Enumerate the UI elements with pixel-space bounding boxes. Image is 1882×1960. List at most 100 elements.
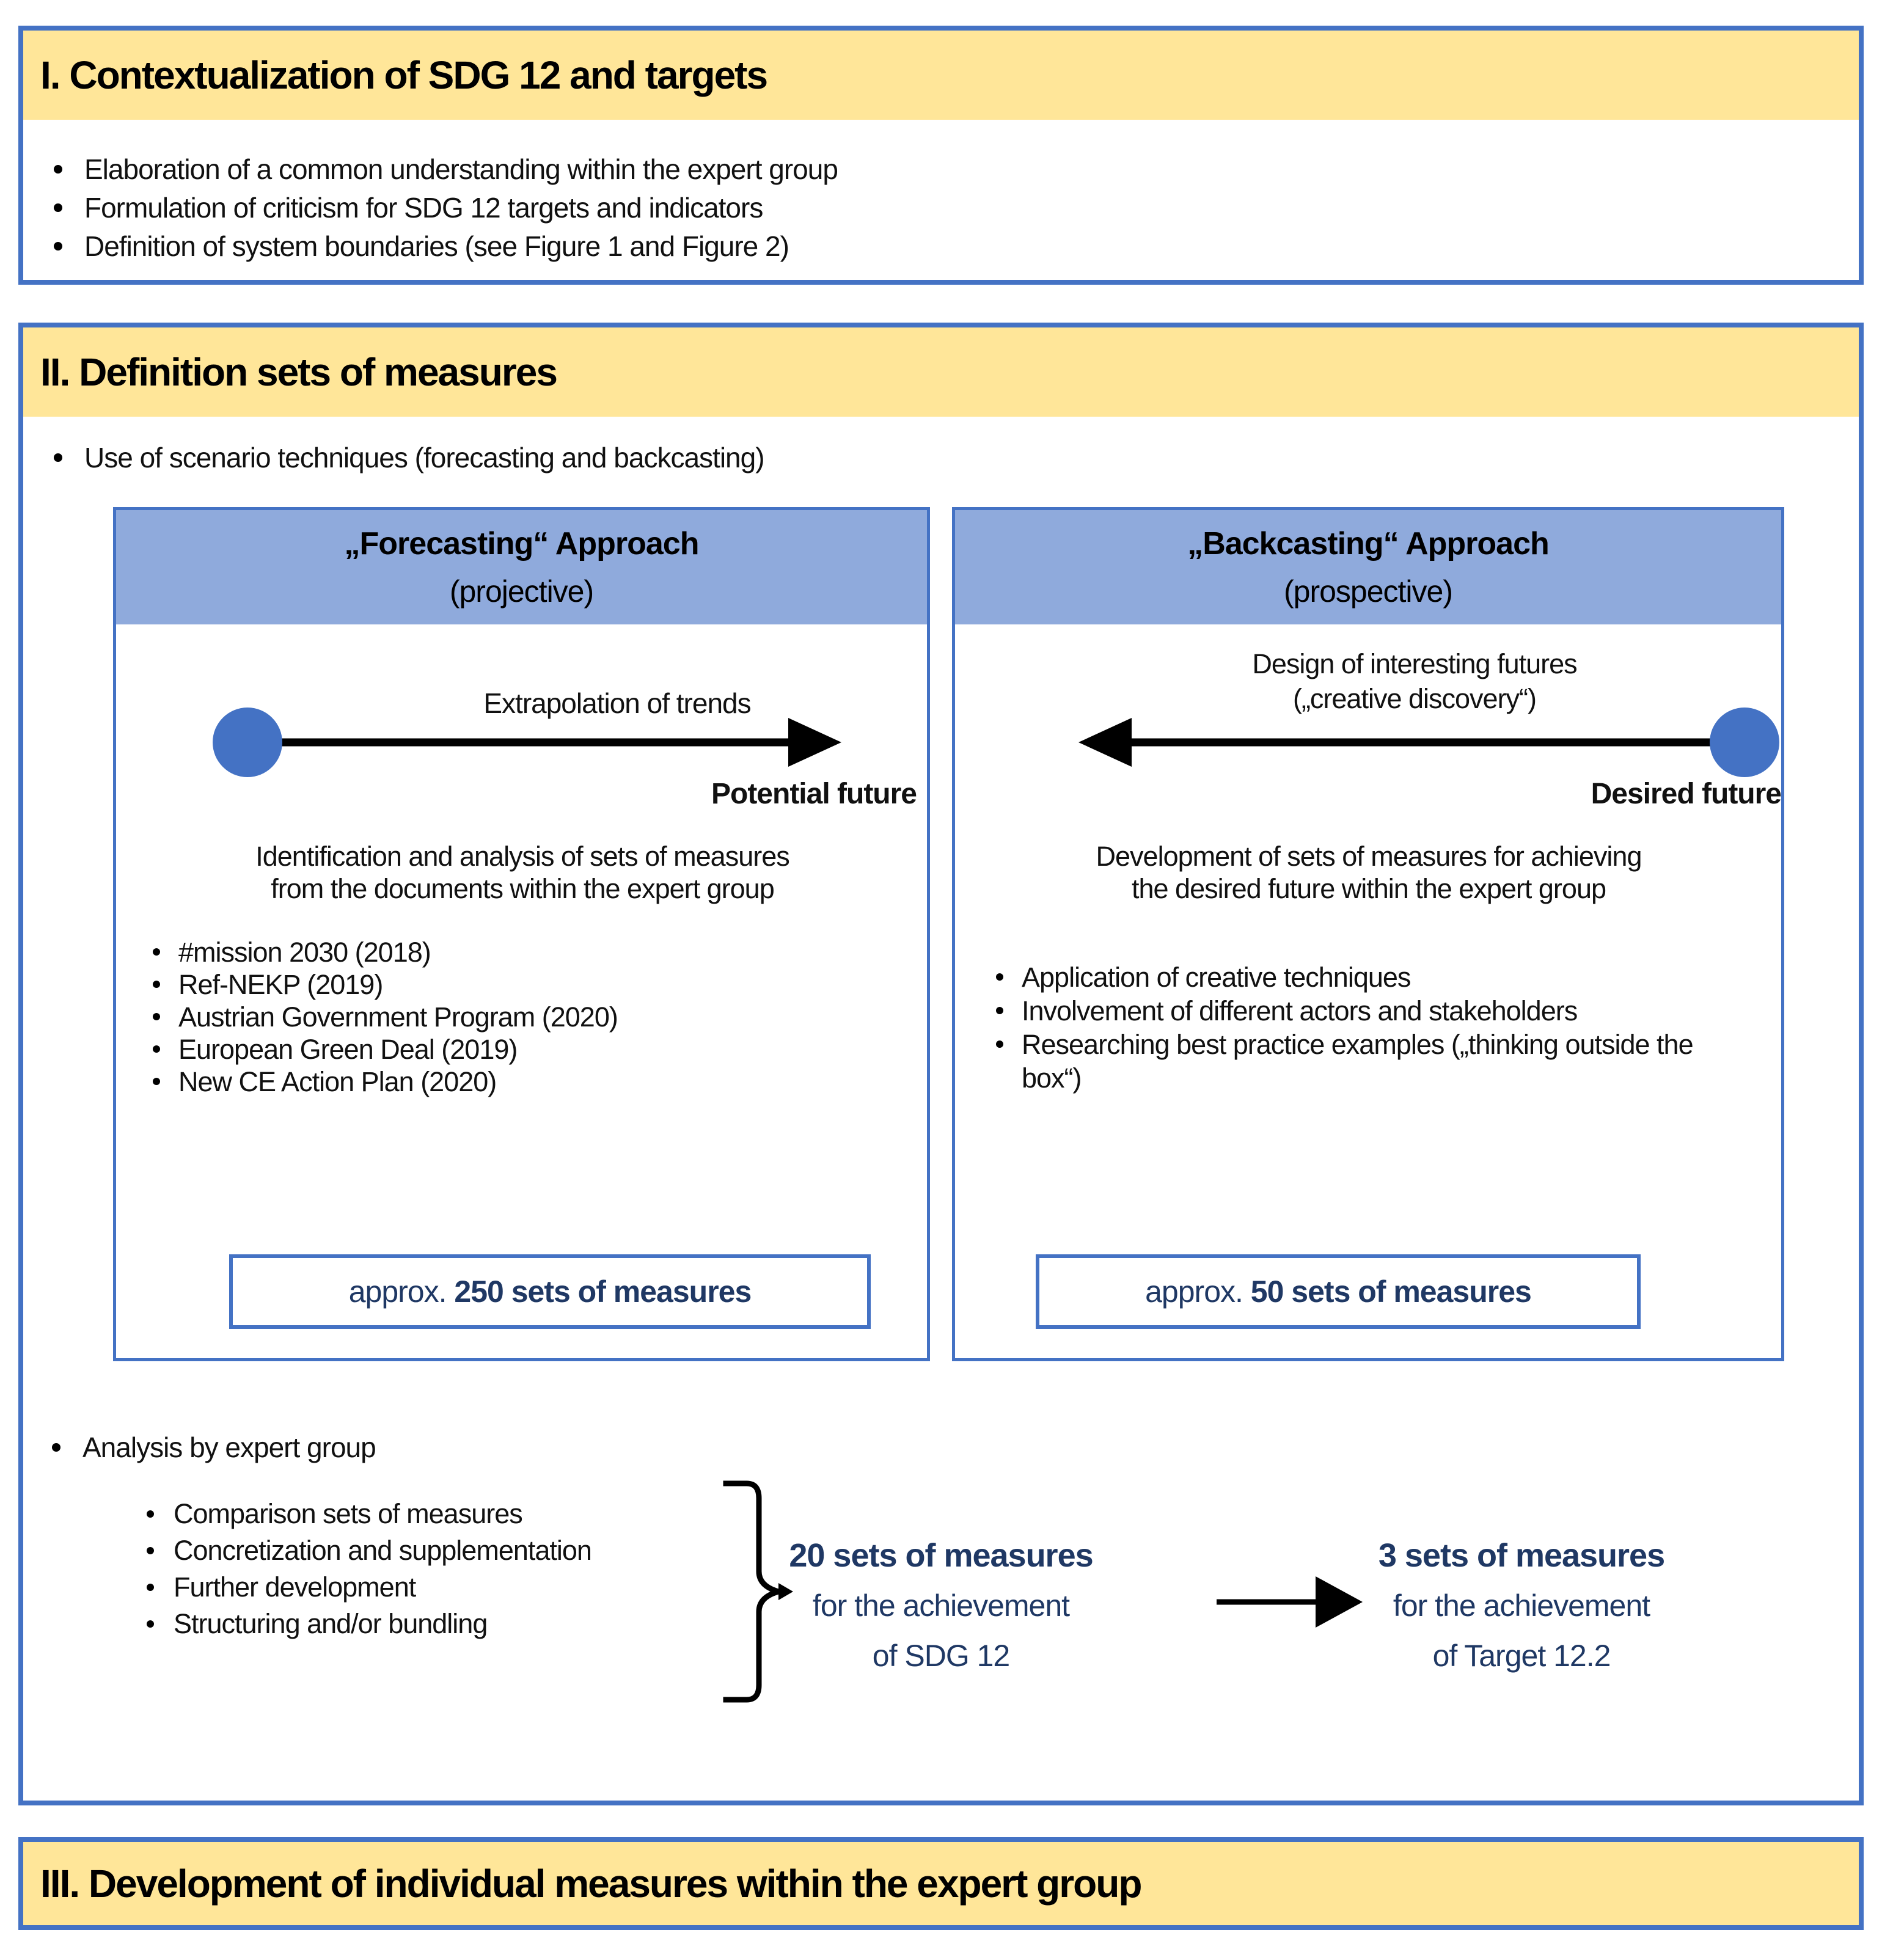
backcasting-title: „Backcasting“ Approach xyxy=(1187,525,1550,561)
list-item: Involvement of different actors and stak… xyxy=(996,994,1730,1028)
result-count: 50 sets of measures xyxy=(1250,1274,1532,1309)
list-item-label: Involvement of different actors and stak… xyxy=(1022,995,1578,1026)
forecasting-result-box: approx. 250 sets of measures xyxy=(229,1254,871,1329)
list-item: European Green Deal (2019) xyxy=(153,1033,618,1066)
analysis-bullet: Analysis by expert group xyxy=(52,1428,376,1467)
doc-label: #mission 2030 (2018) xyxy=(178,937,431,968)
result-prefix: approx. xyxy=(348,1274,455,1309)
list-item-label: Elaboration of a common understanding wi… xyxy=(84,153,838,185)
doc-label: Ref-NEKP (2019) xyxy=(178,969,383,1000)
trend-label: Extrapolation of trends xyxy=(483,687,751,719)
doc-label: New CE Action Plan (2020) xyxy=(178,1066,497,1097)
backcast-timeline-arrow-icon xyxy=(1078,708,1779,777)
bullet-dot xyxy=(54,203,62,212)
result-count: 250 sets of measures xyxy=(454,1274,752,1309)
arrow-head-icon xyxy=(1316,1576,1363,1628)
list-item: Further development xyxy=(147,1569,591,1606)
list-item-label: Further development xyxy=(174,1571,416,1603)
list-item-label: Application of creative techniques xyxy=(1022,962,1411,993)
description-line: Identification and analysis of sets of m… xyxy=(255,841,790,872)
desired-future-dot-icon xyxy=(1710,708,1779,777)
description-line: Development of sets of measures for achi… xyxy=(1096,841,1642,872)
backcasting-header: „Backcasting“ Approach (prospective) xyxy=(955,510,1781,624)
section-1-bullet-list: Elaboration of a common understanding wi… xyxy=(54,150,838,266)
bullet-dot xyxy=(147,1584,154,1591)
outcome-target-12-2: 3 sets of measures for the achievement o… xyxy=(1332,1530,1711,1681)
forecasting-header: „Forecasting“ Approach (projective) xyxy=(116,510,927,624)
desired-future-label: Desired future xyxy=(1591,778,1782,810)
outcome-line: of SDG 12 xyxy=(872,1639,1010,1673)
list-item: Concretization and supplementation xyxy=(147,1532,592,1569)
list-item: Researching best practice examples („thi… xyxy=(996,1028,1730,1095)
list-item: New CE Action Plan (2020) xyxy=(153,1066,618,1098)
list-item: Austrian Government Program (2020) xyxy=(153,1001,618,1033)
list-item-label: Researching best practice examples („thi… xyxy=(1022,1029,1694,1094)
forecasting-doc-list: #mission 2030 (2018) Ref-NEKP (2019) Aus… xyxy=(153,936,618,1098)
outcome-line: for the achievement xyxy=(1393,1589,1650,1623)
description-line: from the documents within the expert gro… xyxy=(271,873,774,904)
design-label-line: Design of interesting futures xyxy=(1252,648,1577,679)
design-label-line: („creative discovery“) xyxy=(1292,683,1537,714)
list-item: Formulation of criticism for SDG 12 targ… xyxy=(54,189,838,227)
flow-arrow-icon xyxy=(1217,1576,1363,1628)
list-item: Definition of system boundaries (see Fig… xyxy=(54,227,838,266)
design-label: Design of interesting futures („creative… xyxy=(1109,646,1720,716)
outcome-line: of Target 12.2 xyxy=(1432,1639,1611,1673)
bullet-dot xyxy=(153,948,160,956)
bullet-dot xyxy=(996,973,1003,981)
analysis-sub-list: Comparison sets of measures Concretizati… xyxy=(147,1496,592,1642)
bullet-dot xyxy=(153,1045,160,1053)
bullet-dot xyxy=(147,1620,154,1628)
bullet-dot xyxy=(996,1007,1003,1014)
list-item: Structuring and/or bundling xyxy=(147,1606,591,1642)
section-2-intro-bullet: Use of scenario techniques (forecasting … xyxy=(54,439,765,477)
bullet-dot xyxy=(147,1510,154,1518)
list-item-label: Structuring and/or bundling xyxy=(174,1608,488,1639)
bullet-dot xyxy=(996,1040,1003,1048)
forecasting-description: Identification and analysis of sets of m… xyxy=(137,840,907,905)
potential-future-label: Potential future xyxy=(711,778,917,810)
bullet-dot xyxy=(153,1013,160,1020)
list-item-label: Comparison sets of measures xyxy=(174,1498,523,1529)
list-item-label: Formulation of criticism for SDG 12 targ… xyxy=(84,192,763,224)
backcasting-description: Development of sets of measures for achi… xyxy=(978,840,1760,905)
curly-brace-icon xyxy=(723,1480,793,1703)
forecasting-title: „Forecasting“ Approach xyxy=(344,525,700,561)
outcome-line: for the achievement xyxy=(812,1589,1070,1623)
backcasting-result-box: approx. 50 sets of measures xyxy=(1036,1254,1641,1329)
section-3-panel: III. Development of individual measures … xyxy=(18,1837,1864,1930)
section-1-title: I. Contextualization of SDG 12 and targe… xyxy=(40,53,768,97)
bullet-dot xyxy=(54,453,62,462)
doc-label: Austrian Government Program (2020) xyxy=(178,1001,618,1033)
section-2-title: II. Definition sets of measures xyxy=(40,350,558,394)
bullet-dot xyxy=(54,242,62,250)
backcasting-bullet-list: Application of creative techniques Invol… xyxy=(996,960,1730,1095)
bullet-dot xyxy=(147,1547,154,1554)
list-item-label: Definition of system boundaries (see Fig… xyxy=(84,230,789,262)
result-text: approx. 50 sets of measures xyxy=(1145,1274,1532,1309)
analysis-label: Analysis by expert group xyxy=(82,1432,376,1463)
description-line: the desired future within the expert gro… xyxy=(1132,873,1606,904)
list-item: Use of scenario techniques (forecasting … xyxy=(54,439,765,477)
list-item: Comparison sets of measures xyxy=(147,1496,591,1532)
section-1-panel: I. Contextualization of SDG 12 and targe… xyxy=(18,26,1864,285)
result-prefix: approx. xyxy=(1145,1274,1251,1309)
section-3-title: III. Development of individual measures … xyxy=(40,1862,1142,1906)
forecasting-box: „Forecasting“ Approach (projective) Extr… xyxy=(113,507,930,1361)
arrow-head-icon xyxy=(788,718,841,767)
list-item: Elaboration of a common understanding wi… xyxy=(54,150,838,189)
forecasting-subtitle: (projective) xyxy=(449,574,594,609)
bullet-dot xyxy=(153,1078,160,1085)
bullet-dot xyxy=(153,981,160,988)
section-2-header-band: II. Definition sets of measures xyxy=(23,327,1859,417)
backcasting-subtitle: (prospective) xyxy=(1284,574,1453,609)
section-1-header-band: I. Contextualization of SDG 12 and targe… xyxy=(23,31,1859,120)
outcome-count: 20 sets of measures xyxy=(789,1537,1093,1574)
arrow-head-icon xyxy=(1078,718,1132,767)
list-item: Ref-NEKP (2019) xyxy=(153,968,618,1001)
intro-label: Use of scenario techniques (forecasting … xyxy=(84,442,765,474)
bullet-dot xyxy=(52,1443,60,1452)
list-item: #mission 2030 (2018) xyxy=(153,936,618,968)
list-item-label: Concretization and supplementation xyxy=(174,1535,592,1566)
